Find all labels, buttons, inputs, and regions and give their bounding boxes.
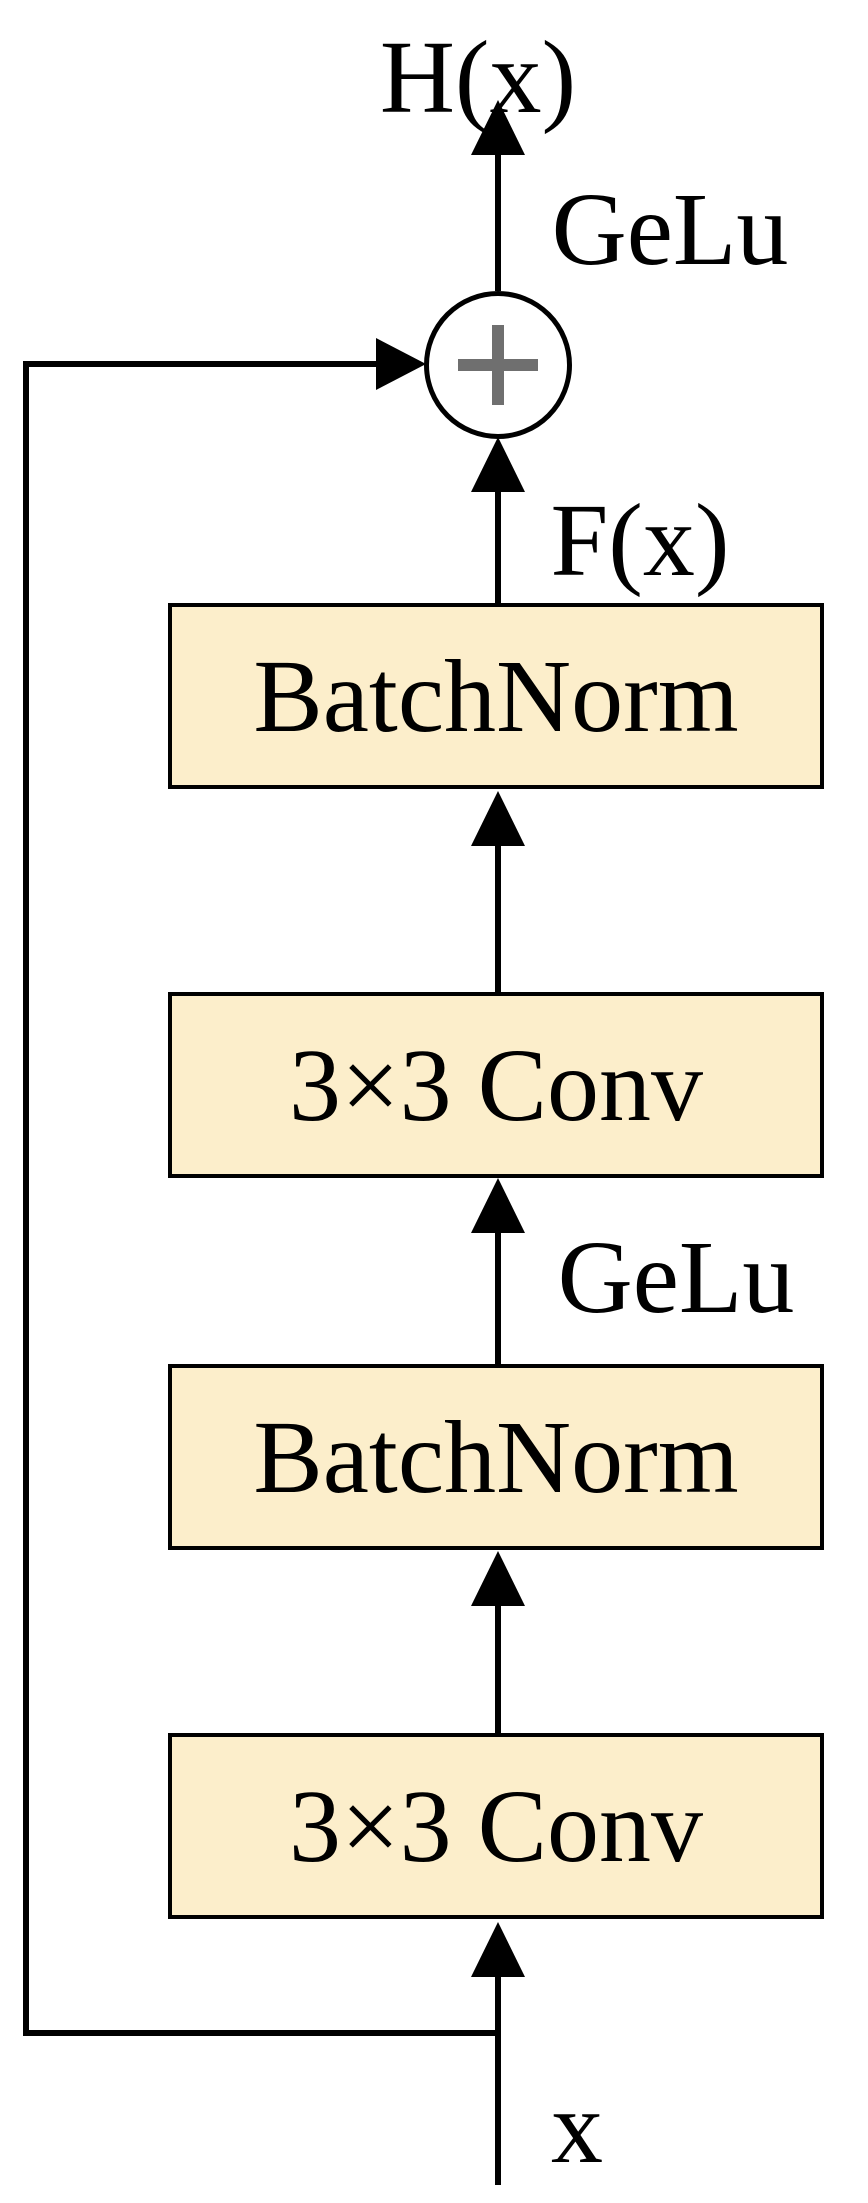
- arrowhead-input-to-conv2: [471, 1922, 525, 1977]
- batchnorm-box-bottom: BatchNorm: [168, 1364, 824, 1550]
- batchnorm-box-top-label: BatchNorm: [253, 638, 739, 754]
- conv-box-upper-label: 3×3 Conv: [288, 1027, 704, 1143]
- batchnorm-box-bottom-label: BatchNorm: [253, 1399, 739, 1515]
- add-node: [424, 291, 572, 439]
- skip-connection-top-segment: [26, 361, 382, 367]
- gelu-activation-top-label: GeLu: [551, 172, 789, 287]
- arrowhead-to-output: [471, 100, 525, 155]
- arrowhead-batchnorm2-to-conv1: [471, 1178, 525, 1233]
- skip-connection-bottom-segment: [23, 2030, 501, 2036]
- conv-box-lower-label: 3×3 Conv: [288, 1768, 704, 1884]
- gelu-activation-mid-label: GeLu: [557, 1220, 795, 1335]
- skip-connection-vertical-segment: [23, 361, 29, 2036]
- input-label: x: [551, 2070, 603, 2185]
- edge-add-to-output: [495, 110, 501, 291]
- batchnorm-box-top: BatchNorm: [168, 603, 824, 789]
- arrowhead-conv2-to-batchnorm2: [471, 1551, 525, 1606]
- conv-box-upper: 3×3 Conv: [168, 992, 824, 1178]
- arrowhead-skip-to-add: [376, 338, 426, 390]
- conv-box-lower: 3×3 Conv: [168, 1733, 824, 1919]
- edge-batchnorm2-to-conv1: [495, 1186, 501, 1364]
- edge-conv1-to-batchnorm1: [495, 800, 501, 992]
- edge-batchnorm1-to-add: [495, 445, 501, 603]
- edge-conv2-to-batchnorm2: [495, 1559, 501, 1733]
- arrowhead-to-add: [471, 437, 525, 492]
- arrowhead-conv1-to-batchnorm1: [471, 791, 525, 846]
- plus-icon: [492, 325, 504, 405]
- residual-function-label: F(x): [550, 483, 730, 598]
- edge-input-to-conv2: [495, 1930, 501, 2185]
